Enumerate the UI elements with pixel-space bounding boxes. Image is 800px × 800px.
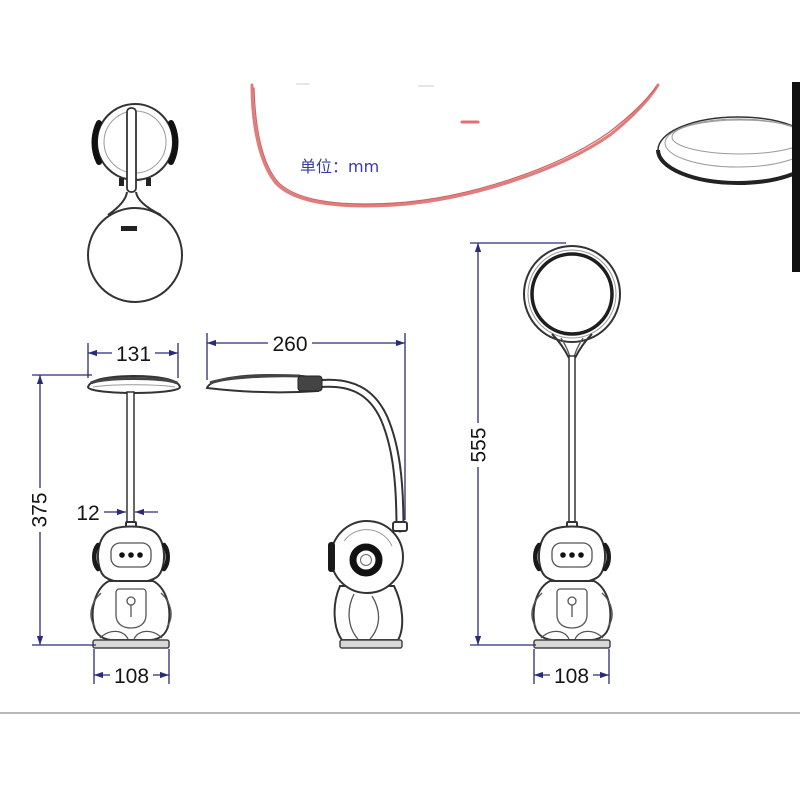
red-annotation-curve-inner [253, 86, 657, 205]
front-view-pole [126, 391, 135, 527]
dimension-base-width-front: 108 [93, 649, 170, 688]
ring-clamp-left [551, 333, 570, 359]
side-view-gooseneck-inner [313, 380, 403, 531]
top-view-switch [121, 226, 137, 231]
ring-lamp-middle [527, 249, 617, 339]
top-view-foot-right [146, 178, 151, 186]
side-view-neck-collar [392, 521, 408, 532]
top-view-lamp-head [87, 207, 183, 303]
lamp-front-view [86, 374, 182, 648]
side-view-speaker-center [360, 554, 372, 566]
dimension-label-260: 260 [272, 333, 307, 356]
dimension-pole-width: 12 [76, 502, 158, 525]
unit-label: 单位：mm [300, 157, 379, 176]
dimension-label-555: 555 [468, 427, 491, 462]
side-view-body-curve [369, 595, 380, 640]
side-view-robot-body [333, 585, 404, 641]
extended-view-pole [568, 355, 576, 527]
lamp-head-bottom-edge [656, 149, 792, 185]
side-view-body-curve [348, 593, 359, 640]
side-view-speaker-ring [349, 543, 383, 577]
dimension-head-width: 131 [87, 342, 179, 378]
dimension-label-131: 131 [116, 343, 151, 366]
dimension-arm-reach: 260 [206, 332, 406, 520]
red-annotation-curve [250, 83, 660, 208]
ring-clamp-right [574, 333, 593, 359]
front-view-robot-base [91, 522, 171, 648]
front-view-lamp-head-top [90, 377, 178, 385]
side-view-head-connector [297, 375, 323, 392]
dimension-label-12: 12 [76, 502, 99, 525]
side-view-base-plate [339, 639, 403, 649]
top-view-neck-left [107, 191, 128, 216]
front-view-lamp-head-lens [92, 384, 176, 388]
lamp-head-perspective-view [656, 116, 792, 185]
top-view-neck-right [135, 191, 162, 216]
dimension-label-108-right: 108 [554, 665, 589, 688]
top-view-foot-left [119, 178, 124, 186]
side-view-robot-ear [328, 542, 335, 572]
dimension-base-width-right: 108 [533, 649, 610, 688]
lamp-extended-view [523, 245, 621, 648]
lamp-side-view [205, 373, 408, 649]
ring-lamp-inner [530, 252, 614, 336]
top-view-ear-right [168, 120, 179, 165]
ring-lamp-outer [523, 245, 621, 343]
dimension-label-108-front: 108 [114, 665, 149, 688]
lamp-head-top-highlight [671, 119, 792, 155]
side-view-gooseneck-outer [311, 378, 405, 533]
dimension-label-375: 375 [29, 492, 52, 527]
side-view-lamp-head-top [209, 374, 301, 385]
dimension-folded-height: 375 [29, 374, 96, 646]
right-edge-dark-bar [792, 82, 800, 272]
side-view-head-visor [343, 529, 393, 547]
dimension-extended-height: 555 [468, 242, 566, 646]
lamp-top-view [87, 103, 183, 303]
extended-view-robot-base [532, 522, 612, 648]
lamp-head-inner-rim [664, 118, 792, 168]
top-view-arm [126, 107, 137, 193]
top-view-ear-left [91, 120, 102, 165]
